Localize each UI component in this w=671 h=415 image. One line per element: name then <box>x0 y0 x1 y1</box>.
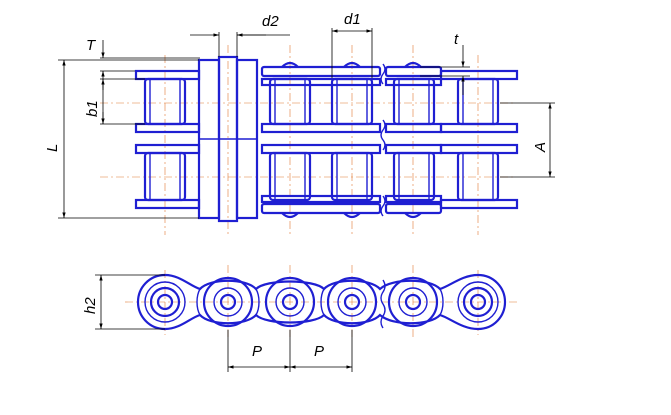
plate <box>439 143 519 155</box>
roller <box>392 77 436 126</box>
dimensions-top <box>58 28 555 219</box>
label-P1: P <box>252 343 262 360</box>
plate <box>439 198 519 210</box>
plate <box>260 122 382 134</box>
plate <box>439 122 519 134</box>
roller <box>456 77 500 126</box>
plate <box>260 143 382 155</box>
pin-heads <box>281 61 422 219</box>
plate <box>384 143 443 155</box>
label-A: A <box>532 142 549 153</box>
plate <box>260 202 382 215</box>
roller <box>268 77 312 126</box>
plate <box>134 122 201 134</box>
pin-head <box>281 212 299 219</box>
pin-head <box>343 61 361 68</box>
label-h2: h2 <box>82 297 99 314</box>
top-view <box>58 28 555 235</box>
inner-plate <box>384 194 443 204</box>
plate <box>134 198 201 210</box>
roller <box>268 151 312 202</box>
label-d2: d2 <box>262 13 279 30</box>
side-view <box>95 265 520 372</box>
plate <box>439 69 519 81</box>
plate <box>134 69 201 81</box>
label-d1: d1 <box>344 11 361 28</box>
roller <box>330 151 374 202</box>
link-plates <box>134 65 519 215</box>
pin-circles <box>149 276 494 328</box>
label-t: t <box>454 31 459 48</box>
break-lines <box>380 63 386 217</box>
plate <box>260 65 382 78</box>
roller <box>456 151 500 202</box>
sectioned-pin <box>197 55 259 223</box>
plate <box>134 143 201 155</box>
inner-plate <box>260 194 382 204</box>
roller <box>143 151 187 202</box>
rollers <box>143 77 500 202</box>
pin-head <box>404 212 422 219</box>
label-L: L <box>44 144 61 152</box>
roller <box>330 77 374 126</box>
plate <box>384 202 443 215</box>
label-P2: P <box>314 343 324 360</box>
pin-head <box>343 212 361 219</box>
plate <box>384 122 443 134</box>
inner-plate <box>260 77 382 87</box>
roller-details <box>149 79 494 200</box>
plate <box>384 65 443 78</box>
label-b1: b1 <box>84 100 101 117</box>
pin-head <box>281 61 299 68</box>
roller <box>143 77 187 126</box>
label-T: T <box>86 37 97 54</box>
pin-head <box>404 61 422 68</box>
dimensions-side <box>95 274 353 372</box>
roller <box>392 151 436 202</box>
